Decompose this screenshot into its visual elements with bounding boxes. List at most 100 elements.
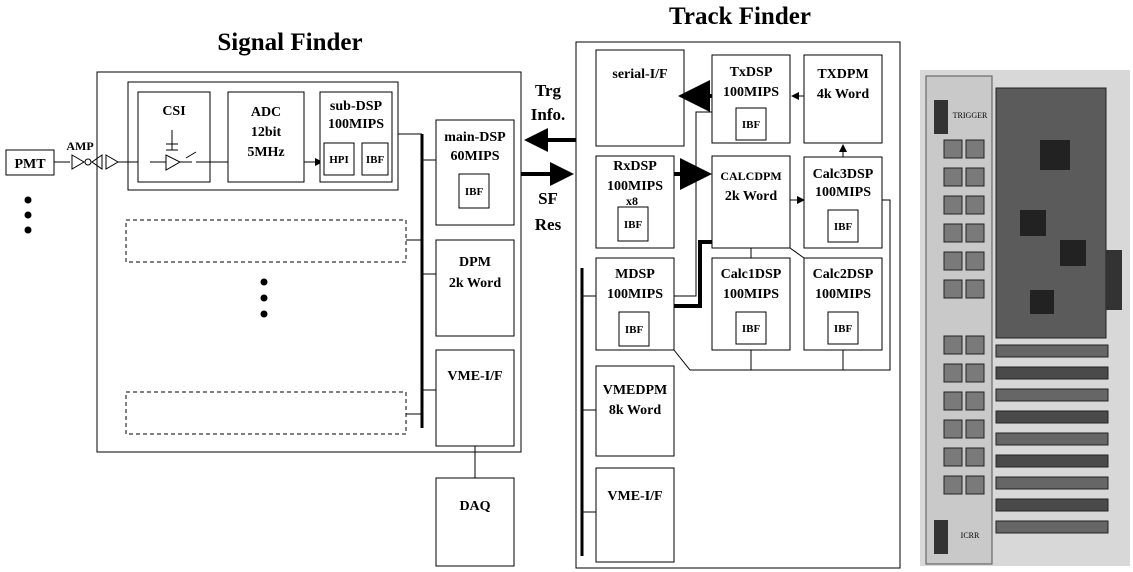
- txdsp-mips: 100MIPS: [723, 85, 779, 100]
- rxdsp-ibf-label: IBF: [624, 219, 643, 231]
- subdsp-label: sub-DSP: [330, 99, 383, 114]
- rj45-port: [966, 336, 984, 354]
- chip-2: [1020, 210, 1046, 236]
- maindsp-mips: 60MIPS: [451, 149, 500, 164]
- calc1dsp-mips: 100MIPS: [723, 287, 779, 302]
- sf-dot-3: [261, 311, 268, 318]
- backplane-connector: [1106, 250, 1122, 310]
- rj45-port: [966, 168, 984, 186]
- rj45-port: [944, 364, 962, 382]
- sf-dpm-label: DPM: [459, 255, 491, 270]
- tf-vmeif-label: VME-I/F: [607, 489, 662, 504]
- calc2dsp-ibf-label: IBF: [834, 323, 853, 335]
- calc2dsp-label: Calc2DSP: [813, 267, 874, 282]
- rj45-port: [944, 196, 962, 214]
- chip-1: [1040, 140, 1070, 170]
- mezzanine-card: [996, 389, 1108, 401]
- txdsp-label: TxDSP: [730, 65, 773, 80]
- signal-finder-title: Signal Finder: [217, 29, 362, 56]
- sf-dot-2: [261, 295, 268, 302]
- rj45-port: [944, 336, 962, 354]
- chip-3: [1060, 240, 1086, 266]
- pmt-label: PMT: [14, 157, 46, 172]
- mezzanine-card: [996, 411, 1108, 423]
- pmt-dot-1: [25, 197, 32, 204]
- res-label: Res: [535, 215, 562, 234]
- track-finder-title: Track Finder: [669, 3, 811, 30]
- rj45-port: [944, 140, 962, 158]
- photo-label-icrr: ICRR: [961, 531, 980, 540]
- calcdpm-size: 2k Word: [725, 189, 777, 204]
- sf-vmeif-label: VME-I/F: [447, 369, 502, 384]
- csi-label: CSI: [162, 104, 185, 119]
- subdsp-ibf-label: IBF: [366, 154, 385, 166]
- rxdsp-multiplier: x8: [626, 194, 638, 208]
- rj45-port: [966, 252, 984, 270]
- pmt-dot-2: [25, 212, 32, 219]
- rj45-port: [944, 168, 962, 186]
- calc2dsp-mips: 100MIPS: [815, 287, 871, 302]
- panel-handle-bottom: [934, 520, 948, 554]
- calcdpm-label: CALCDPM: [720, 169, 781, 183]
- mezzanine-card: [996, 499, 1108, 511]
- vmedpm-label: VMEDPM: [603, 383, 668, 398]
- tf-vmeif-box: [596, 468, 674, 562]
- rj45-port: [944, 420, 962, 438]
- panel-handle-top: [934, 100, 948, 134]
- board-photo: TRIGGER ICRR: [920, 70, 1130, 566]
- rj45-port: [966, 448, 984, 466]
- amp-inverter-dot: [85, 159, 91, 165]
- mezzanine-card: [996, 521, 1108, 533]
- mdsp-ibf-label: IBF: [625, 324, 644, 336]
- rj45-port: [944, 280, 962, 298]
- rj45-port: [966, 196, 984, 214]
- daq-box: [436, 478, 514, 566]
- sf-label: SF: [538, 189, 558, 208]
- maindsp-ibf-label: IBF: [465, 186, 484, 198]
- rj45-port: [944, 392, 962, 410]
- calc3dsp-mips: 100MIPS: [815, 185, 871, 200]
- sf-dpm-size: 2k Word: [449, 276, 501, 291]
- mezzanine-card: [996, 455, 1108, 467]
- rj45-port: [944, 476, 962, 494]
- rj45-port: [966, 280, 984, 298]
- rj45-port: [944, 224, 962, 242]
- mezzanine-card: [996, 433, 1108, 445]
- txdpm-label: TXDPM: [817, 67, 868, 82]
- rxdsp-label: RxDSP: [613, 159, 657, 174]
- adc-label: ADC: [251, 105, 281, 120]
- chip-4: [1030, 290, 1054, 314]
- calc1dsp-ibf-label: IBF: [742, 323, 761, 335]
- adc-rate: 5MHz: [247, 145, 284, 160]
- txdsp-ibf-label: IBF: [742, 119, 761, 131]
- photo-label-trigger: TRIGGER: [953, 111, 988, 120]
- calc1dsp-label: Calc1DSP: [721, 267, 782, 282]
- calc3dsp-ibf-label: IBF: [834, 221, 853, 233]
- rj45-port: [966, 392, 984, 410]
- rj45-port: [944, 448, 962, 466]
- rj45-port: [966, 476, 984, 494]
- mezzanine-card: [996, 345, 1108, 357]
- adc-bits: 12bit: [251, 125, 282, 140]
- subdsp-mips: 100MIPS: [328, 117, 384, 132]
- rj45-port: [966, 140, 984, 158]
- sf-dot-1: [261, 279, 268, 286]
- pmt-dot-3: [25, 227, 32, 234]
- calc3dsp-label: Calc3DSP: [813, 167, 874, 182]
- amp-symbol-1: [72, 155, 84, 169]
- mdsp-label: MDSP: [615, 267, 655, 282]
- daq-label: DAQ: [459, 499, 490, 514]
- rj45-port: [966, 420, 984, 438]
- rxdsp-mips: 100MIPS: [607, 179, 663, 194]
- amp-label: AMP: [66, 139, 93, 153]
- info-label: Info.: [531, 105, 565, 124]
- mezzanine-stack: [996, 345, 1108, 533]
- hpi-label: HPI: [329, 154, 349, 166]
- txdpm-size: 4k Word: [817, 87, 869, 102]
- sf-vmeif-box: [436, 350, 514, 446]
- trg-label: Trg: [535, 81, 562, 100]
- rj45-port: [966, 364, 984, 382]
- rj45-port: [944, 252, 962, 270]
- vmedpm-size: 8k Word: [609, 403, 661, 418]
